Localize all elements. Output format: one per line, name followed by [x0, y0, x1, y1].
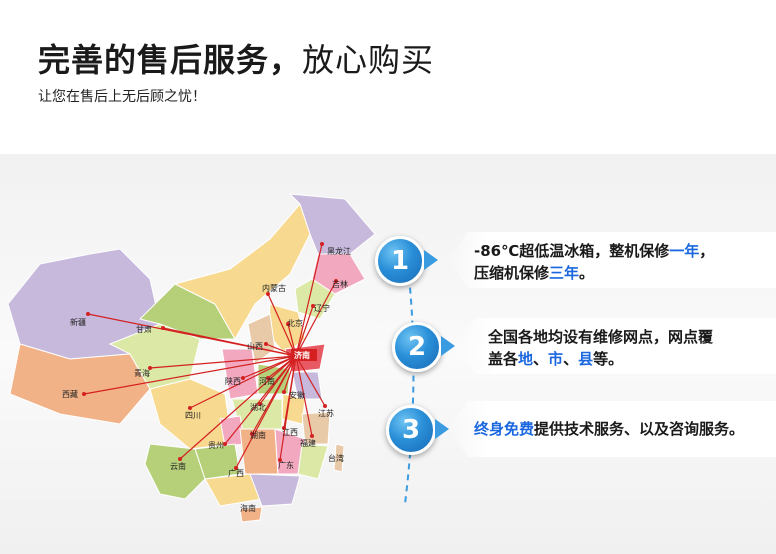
- china-service-map: 黑龙江 吉林 内蒙古 辽宁 北京 新疆 甘肃 山西 青海 陕西 河南 安徽 西藏…: [7, 193, 376, 523]
- label-anhui: 安徽: [289, 390, 305, 400]
- label-jiangxi: 江西: [282, 428, 298, 437]
- label-guangdong: 广东: [278, 460, 294, 470]
- region-jiangsu: [291, 371, 323, 400]
- region-hainan: [239, 506, 263, 523]
- label-beijing: 北京: [287, 318, 303, 328]
- pointer-3: [435, 419, 449, 439]
- label-jilin: 吉林: [332, 279, 348, 289]
- service-text-3: 终身免费提供技术服务、以及咨询服务。: [474, 420, 745, 438]
- label-sichuan: 四川: [185, 411, 201, 420]
- region-yunnan: [144, 443, 206, 500]
- region-neimenggu: [173, 203, 311, 341]
- hub-marker: 济南: [291, 349, 317, 361]
- label-xinjiang: 新疆: [70, 317, 86, 327]
- number-badge-1: 1: [375, 236, 425, 286]
- hub-label: 济南: [294, 350, 310, 360]
- title-light: 放心购买: [302, 41, 435, 79]
- label-xizang: 西藏: [62, 389, 78, 399]
- label-henan: 河南: [259, 376, 275, 386]
- number-badge-2: 2: [392, 322, 442, 372]
- region-fujian: [297, 443, 329, 480]
- region-liaoning: [294, 278, 336, 320]
- region-guangdong: [249, 473, 301, 507]
- label-qinghai: 青海: [134, 368, 150, 378]
- label-liaoning: 辽宁: [314, 303, 330, 313]
- label-hunan: 湖南: [250, 430, 266, 440]
- label-hainan: 海南: [240, 503, 256, 513]
- pointer-1: [424, 250, 438, 270]
- connection-lines: [83, 243, 337, 469]
- label-hubei: 湖北: [250, 403, 266, 412]
- label-shanxi: 山西: [247, 341, 263, 351]
- label-taiwan: 台湾: [328, 453, 344, 463]
- label-neimenggu: 内蒙古: [262, 283, 286, 293]
- region-taiwan: [333, 443, 345, 473]
- label-guizhou: 贵州: [208, 440, 224, 450]
- service-text-1: -86℃超低温冰箱，整机保修一年， 压缩机保修三年。: [474, 242, 715, 282]
- page-title: 完善的售后服务，放心购买: [38, 40, 434, 80]
- label-heilongjiang: 黑龙江: [327, 246, 351, 256]
- label-guangxi: 广西: [228, 468, 244, 478]
- title-bold: 完善的售后服务，: [38, 41, 303, 79]
- label-yunnan: 云南: [170, 461, 186, 471]
- region-xizang: [9, 343, 151, 425]
- region-henan: [257, 363, 291, 395]
- service-text-2: 全国各地均设有维修网点，网点覆 盖各地、市、县等。: [488, 328, 714, 368]
- header: 完善的售后服务，放心购买 让您在售后上无后顾之忧！: [38, 40, 434, 106]
- label-shaanxi: 陕西: [225, 376, 241, 386]
- label-fujian: 福建: [300, 438, 316, 448]
- page-subtitle: 让您在售后上无后顾之忧！: [38, 89, 206, 105]
- label-jiangsu: 江苏: [318, 408, 334, 418]
- service-banner: 黑龙江 吉林 内蒙古 辽宁 北京 新疆 甘肃 山西 青海 陕西 河南 安徽 西藏…: [0, 154, 776, 554]
- label-gansu: 甘肃: [136, 324, 152, 334]
- number-badge-3: 3: [386, 405, 436, 455]
- pointer-2: [441, 336, 455, 356]
- region-jilin: [311, 253, 366, 295]
- connection-endpoints: [82, 242, 338, 470]
